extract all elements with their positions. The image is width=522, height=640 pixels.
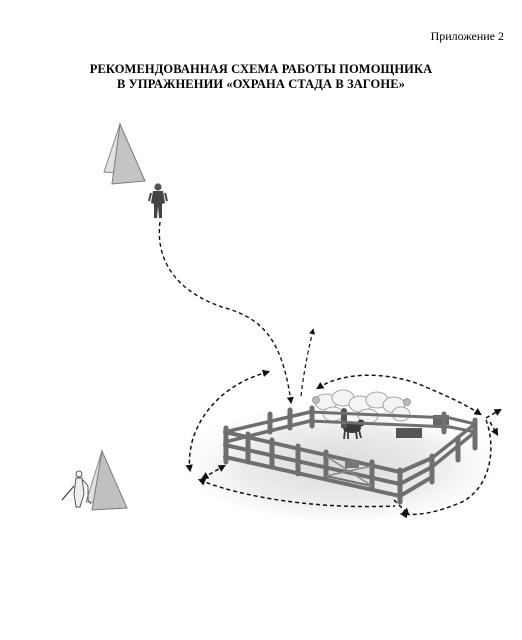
helper-route <box>158 221 294 405</box>
pen-person <box>341 408 347 428</box>
appendix-label: Приложение 2 <box>430 29 504 43</box>
handler-figure <box>61 470 92 508</box>
handler-marker <box>85 449 128 511</box>
helper-figure <box>148 183 168 218</box>
helper-patrol-route <box>185 369 502 519</box>
approach-arrow <box>300 328 315 397</box>
start-marker-top <box>103 122 146 185</box>
page-title: РЕКОМЕНДОВАННАЯ СХЕМА РАБОТЫ ПОМОЩНИКА В… <box>0 62 522 92</box>
title-line-2: В УПРАЖНЕНИИ «ОХРАНА СТАДА В ЗАГОНЕ» <box>117 77 405 91</box>
hay-bales <box>396 415 449 438</box>
sheep-herd <box>312 389 411 424</box>
title-line-1: РЕКОМЕНДОВАННАЯ СХЕМА РАБОТЫ ПОМОЩНИКА <box>89 62 433 76</box>
gate <box>325 454 373 488</box>
dog-figure <box>343 419 365 440</box>
